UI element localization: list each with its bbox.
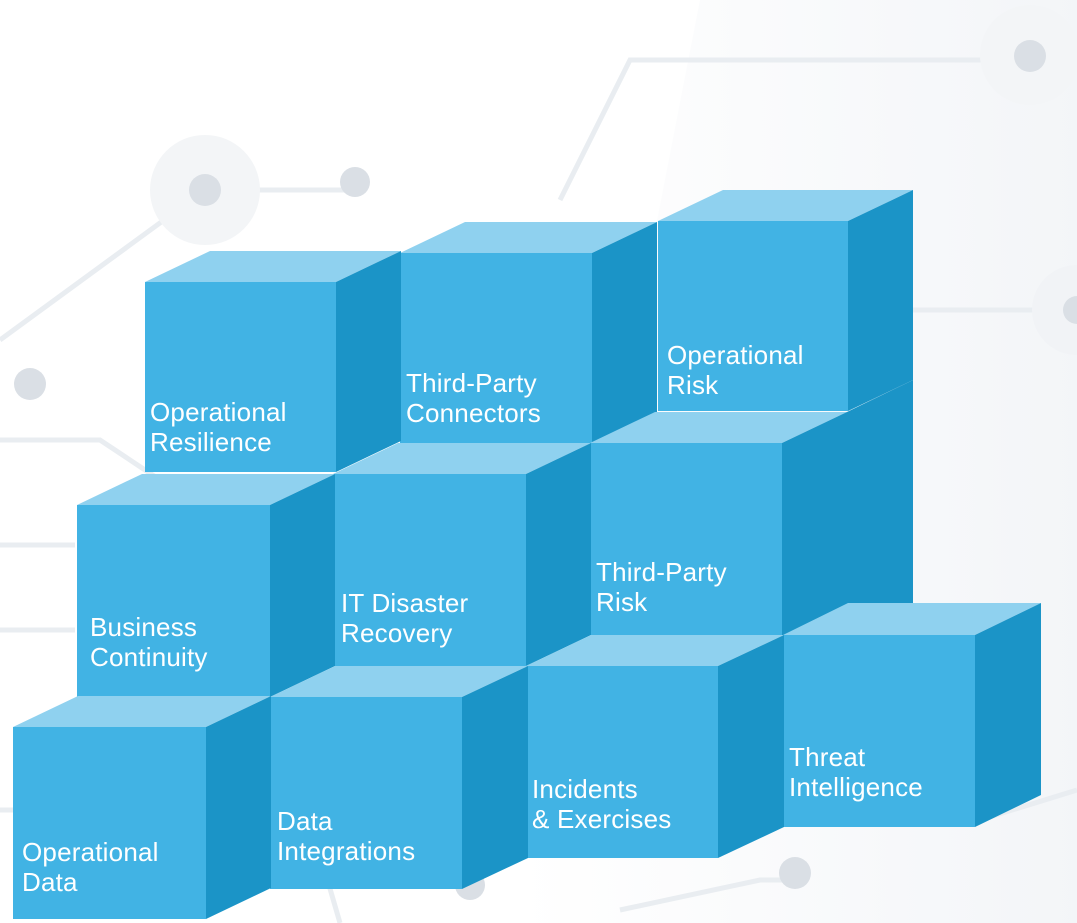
label-incidents-exercises: Incidents& Exercises (532, 774, 672, 834)
